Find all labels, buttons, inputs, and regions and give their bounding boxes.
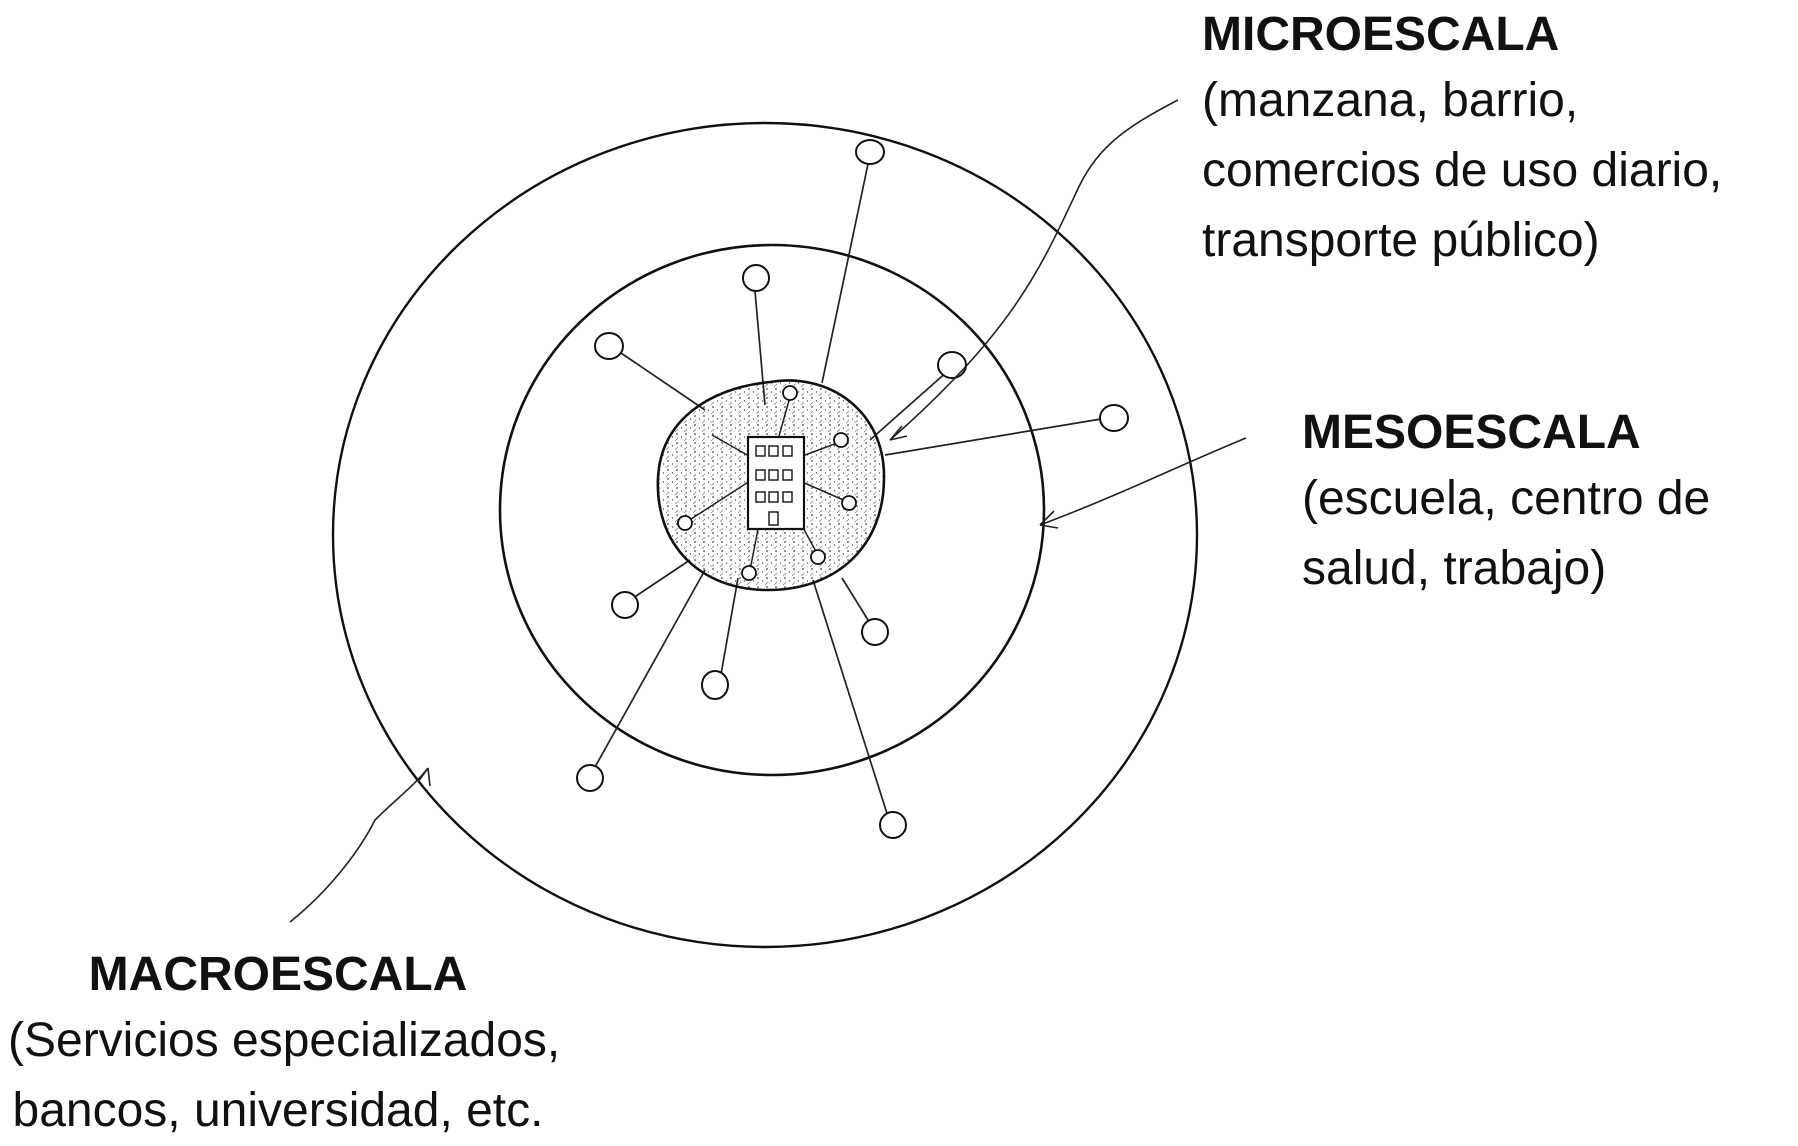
macroescala-desc-line: (Servicios especializados, [8,1014,561,1067]
node-circle [594,332,624,360]
core-nodes [677,385,857,581]
core-node-circle [833,432,849,448]
mesoescala-desc-line: (escuela, centro de [1302,472,1711,525]
node-circle [742,264,770,292]
node-circle [611,591,639,619]
core-node-circle [841,495,857,511]
macroescala-desc-line: bancos, universidad, etc. [12,1084,544,1137]
core-node-circle [810,549,826,565]
macro-circle [331,121,1199,949]
mesoescala-title: MESOESCALA [1302,406,1641,459]
leader-lines [289,99,1247,923]
mesoescala-desc-line: salud, trabajo) [1302,542,1607,595]
meso-leader-line [1039,437,1247,526]
node-circle [937,351,967,379]
micro-arrow-head [889,425,908,441]
macroescala-label: MACROESCALA (Servicios especializados, b… [8,944,561,1146]
node-circle [879,811,907,839]
macroescala-title: MACROESCALA [88,948,468,1001]
node-circle [576,764,604,792]
service-nodes [576,139,1129,839]
core-node-circle [677,515,693,531]
node-circle [1099,404,1129,432]
microescala-desc-line: comercios de uso diario, [1202,144,1723,197]
core-node-circle [782,385,798,401]
core-node-circle [741,565,757,581]
meso-arrow-head [1039,510,1059,529]
micro-leader-line [889,99,1179,441]
microescala-title: MICROESCALA [1202,8,1560,61]
meso-circle [498,243,1046,777]
mesoescala-label: MESOESCALA (escuela, centro de salud, tr… [1302,402,1710,604]
node-circle [701,670,729,700]
node-circle [861,618,889,646]
macro-leader-line [289,767,429,923]
node-circle [855,139,885,165]
scale-diagram [289,99,1247,949]
microescala-desc-line: (manzana, barrio, [1202,74,1579,127]
spoke-lines [589,163,1108,824]
macro-arrow-head [417,767,431,787]
microescala-desc-line: transporte público) [1202,214,1600,267]
building-icon [746,435,806,531]
microescala-label: MICROESCALA (manzana, barrio, comercios … [1202,4,1722,276]
